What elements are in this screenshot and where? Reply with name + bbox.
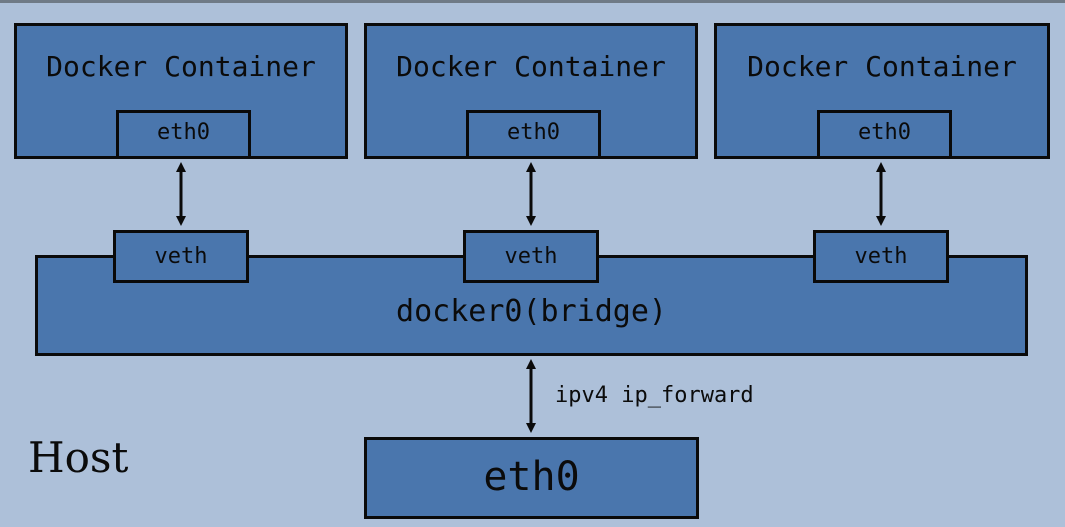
container-title: Docker Container — [46, 50, 316, 83]
docker-container-2: Docker Container eth0 — [364, 23, 698, 159]
veth-2: veth — [463, 230, 599, 283]
top-border-line — [0, 0, 1065, 3]
bridge-label: docker0(bridge) — [396, 294, 667, 329]
docker-container-1: Docker Container eth0 — [14, 23, 348, 159]
container-eth0: eth0 — [116, 110, 251, 159]
ip-forward-label: ipv4 ip_forward — [555, 383, 754, 408]
container-title: Docker Container — [747, 50, 1017, 83]
container-eth0: eth0 — [817, 110, 952, 159]
host-eth0: eth0 — [364, 437, 699, 519]
docker-container-3: Docker Container eth0 — [714, 23, 1050, 159]
container-eth0: eth0 — [466, 110, 601, 159]
container-title: Docker Container — [396, 50, 666, 83]
veth-1: veth — [113, 230, 249, 283]
host-label: Host — [28, 433, 129, 482]
veth-3: veth — [813, 230, 949, 283]
